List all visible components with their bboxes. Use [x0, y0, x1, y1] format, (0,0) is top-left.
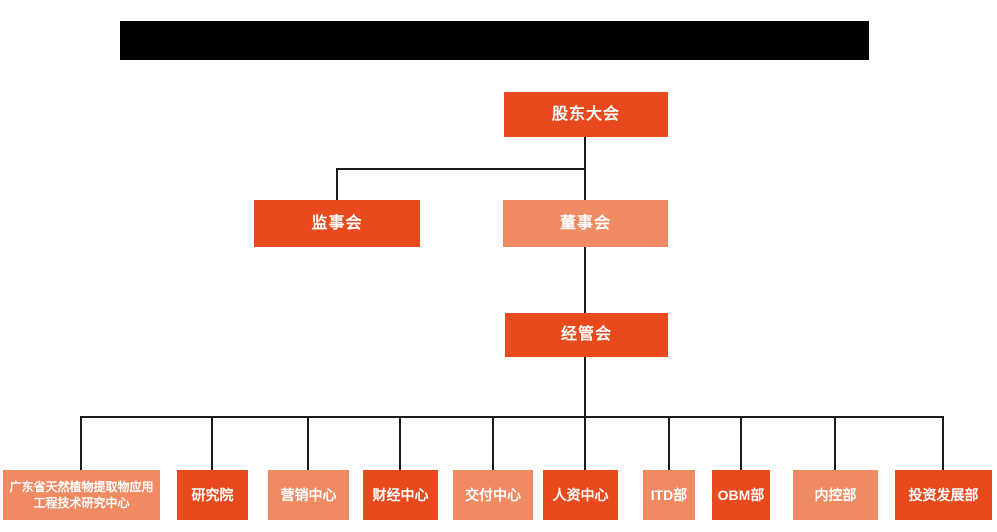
- connector-line: [211, 416, 213, 470]
- connector-line: [584, 137, 586, 170]
- connector-line: [80, 416, 82, 470]
- connector-line: [584, 168, 586, 200]
- org-node-shareholders-meeting: 股东大会: [504, 92, 668, 137]
- org-node-supervisory-board: 监事会: [254, 200, 420, 247]
- org-node-gd-natural-plant-extract-research-center: 广东省天然植物提取物应用工程技术研究中心: [3, 470, 160, 520]
- org-node-management-committee: 经管会: [505, 313, 668, 357]
- org-node-delivery-center: 交付中心: [453, 470, 533, 520]
- org-node-board-of-directors: 董事会: [503, 200, 668, 247]
- connector-line: [740, 416, 742, 470]
- connector-line: [80, 416, 944, 418]
- connector-line: [584, 357, 586, 417]
- connector-line: [834, 416, 836, 470]
- org-node-obm-department: OBM部: [712, 470, 770, 520]
- connector-line: [584, 416, 586, 470]
- connector-line: [668, 416, 670, 470]
- connector-line: [399, 416, 401, 470]
- connector-line: [336, 168, 586, 170]
- org-node-marketing-center: 营销中心: [268, 470, 349, 520]
- org-node-research-institute: 研究院: [177, 470, 248, 520]
- connector-line: [307, 416, 309, 470]
- org-node-investment-development-department: 投资发展部: [895, 470, 992, 520]
- connector-line: [584, 247, 586, 313]
- org-node-hr-center: 人资中心: [543, 470, 618, 520]
- org-node-internal-control-department: 内控部: [793, 470, 878, 520]
- org-node-finance-center: 财经中心: [363, 470, 438, 520]
- connector-line: [492, 416, 494, 470]
- org-node-itd-department: ITD部: [643, 470, 695, 520]
- redacted-title-bar: [120, 21, 869, 60]
- connector-line: [336, 168, 338, 200]
- connector-line: [942, 416, 944, 470]
